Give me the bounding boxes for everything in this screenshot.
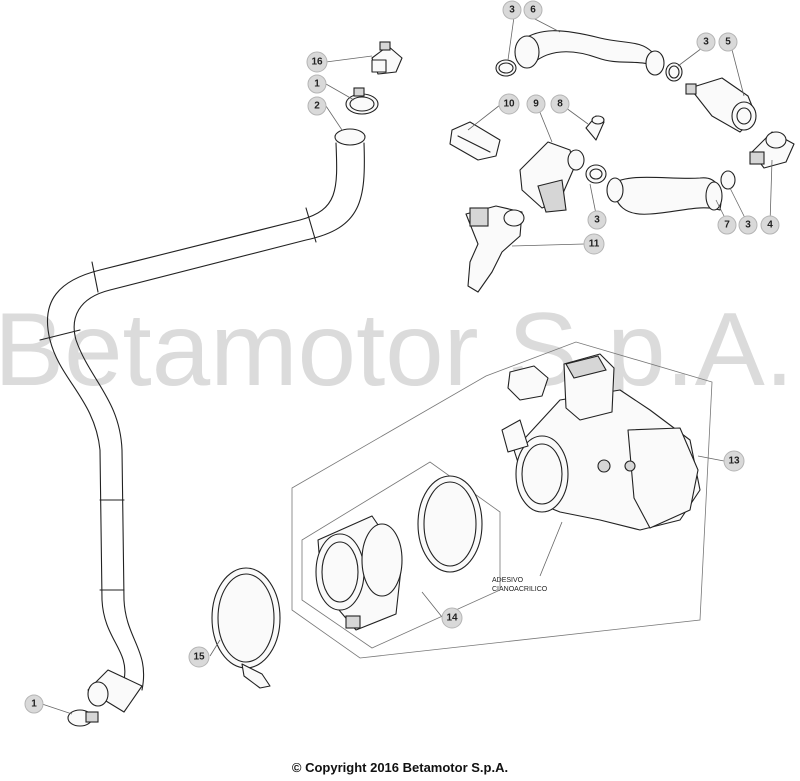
intake-ring [417,475,483,573]
svg-text:9: 9 [533,99,539,110]
electrical-connector [449,121,501,161]
svg-text:2: 2 [314,101,320,112]
sensor-body [519,141,585,213]
callout-8: 8 [550,94,570,114]
screw [585,115,605,141]
callout-13: 13 [723,450,745,472]
small-clamp-left [495,59,517,77]
svg-text:3: 3 [594,215,600,226]
callout-5: 5 [718,32,738,52]
svg-text:11: 11 [589,239,600,250]
sticker-label-line2: CIANOACRILICO [492,586,548,593]
svg-text:3: 3 [509,5,515,16]
hose-end-fitting [87,669,143,713]
intake-manifold-group-frame [301,461,501,649]
callout-4: 4 [760,215,780,235]
small-clamp-mid-left [585,164,607,184]
callout-14: 14 [441,607,463,629]
large-hose-clamp [211,567,281,689]
callout-16: 16 [306,51,328,73]
watermark-text: Betamotor S.p.A. [0,292,794,408]
svg-text:13: 13 [728,456,740,467]
svg-text:8: 8 [557,99,563,110]
throttle-body [501,353,701,531]
svg-text:5: 5 [725,37,731,48]
svg-text:1: 1 [31,699,37,710]
svg-text:3: 3 [703,37,709,48]
callout-10: 10 [498,93,520,115]
svg-text:10: 10 [503,99,515,110]
callout-2: 2 [307,96,327,116]
callout-3-middle: 3 [587,210,607,230]
callout-11: 11 [583,233,605,255]
callout-6: 6 [523,0,543,20]
svg-text:3: 3 [745,220,751,231]
callout-15: 15 [188,646,210,668]
elbow-fitting-right [749,131,795,169]
svg-text:15: 15 [193,652,205,663]
callout-9: 9 [526,94,546,114]
small-clamp-right [665,62,683,82]
throttle-body-group-frame [291,341,713,659]
callout-1-bottom: 1 [24,694,44,714]
svg-text:14: 14 [446,613,458,624]
small-clamp-mid-right [720,170,736,190]
callout-3-top-right: 3 [696,32,716,52]
fuel-injector [465,205,525,293]
callout-3-top-left: 3 [502,0,522,20]
middle-vent-hose [606,176,723,215]
sticker-leader [539,521,563,577]
callout-7: 7 [717,215,737,235]
long-breather-hose [39,128,366,691]
svg-text:16: 16 [311,57,323,68]
valve-fitting [685,77,757,133]
svg-text:6: 6 [530,5,536,16]
svg-text:1: 1 [314,79,320,90]
sticker-label-line1: ADESIVO [492,577,524,584]
intake-manifold [315,515,403,631]
copyright-notice: © Copyright 2016 Betamotor S.p.A. [291,760,509,775]
hose-clamp-bottom [67,709,99,727]
callout-1-top: 1 [307,74,327,94]
svg-text:7: 7 [724,220,730,231]
short-vent-hose [514,30,665,76]
svg-text:4: 4 [767,220,773,231]
hose-clamp-top [345,87,379,115]
elbow-connector [371,41,403,75]
callout-3-right: 3 [738,215,758,235]
